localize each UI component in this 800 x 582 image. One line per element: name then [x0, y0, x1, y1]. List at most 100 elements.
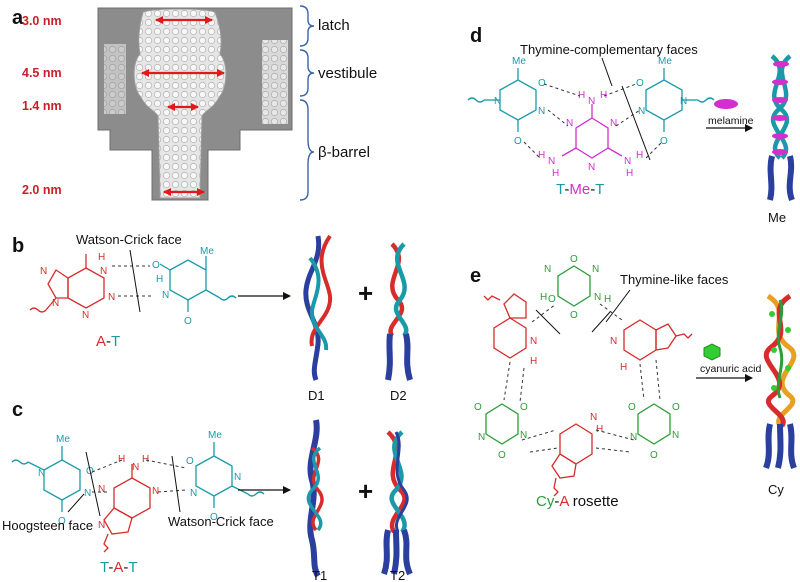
hydrogen-bonds — [503, 303, 661, 453]
adenine-name: A — [559, 493, 569, 510]
duplex-me — [767, 54, 795, 202]
svg-text:N: N — [588, 162, 595, 173]
svg-text:N: N — [52, 298, 59, 309]
panel-label: a — [12, 7, 24, 29]
dash: - — [590, 181, 595, 198]
svg-text:N: N — [624, 156, 631, 167]
panel-e: e Thymine-like faces O N N N H O H O — [470, 254, 797, 510]
product-label: Me — [768, 210, 786, 225]
svg-text:Me: Me — [200, 246, 214, 257]
adenine-name: A — [113, 559, 123, 576]
thymine-structure — [467, 68, 537, 132]
pore-cross-section — [97, 7, 293, 201]
svg-text:Me: Me — [208, 430, 222, 441]
product-label: Cy — [768, 482, 784, 497]
svg-text:N: N — [98, 520, 105, 531]
svg-text:N: N — [494, 96, 501, 107]
panel-label: b — [12, 235, 24, 257]
thymine-name: T — [111, 333, 120, 350]
rosette-label: rosette — [569, 493, 619, 510]
duplex-cy — [763, 293, 797, 470]
svg-text:N: N — [190, 488, 197, 499]
svg-text:N: N — [132, 462, 139, 473]
measure-label: 2.0 nm — [22, 183, 62, 197]
svg-text:H: H — [600, 90, 607, 101]
region-label: latch — [318, 17, 350, 34]
svg-text:H: H — [538, 150, 545, 161]
svg-text:N: N — [84, 488, 91, 499]
melamine-icon — [714, 99, 738, 109]
svg-text:N: N — [544, 264, 551, 275]
svg-text:Me: Me — [512, 56, 526, 67]
measure-label: 4.5 nm — [22, 66, 62, 80]
panel-b: b Watson-Crick face HN NN NN — [12, 232, 413, 403]
svg-text:N: N — [638, 106, 645, 117]
thymine-structure — [645, 68, 715, 132]
svg-text:O: O — [186, 456, 194, 467]
svg-text:H: H — [530, 356, 537, 367]
cyanuric-acid-structure — [637, 403, 671, 445]
svg-text:N: N — [548, 156, 555, 167]
panel-label: d — [470, 25, 482, 47]
svg-text:O: O — [474, 402, 482, 413]
svg-text:N: N — [162, 290, 169, 301]
svg-text:N: N — [672, 430, 679, 441]
duplex-d1 — [303, 234, 333, 381]
adenine-structure — [103, 464, 151, 553]
face-label: Thymine-like faces — [620, 272, 729, 287]
face-label: Watson-Crick face — [168, 514, 274, 529]
svg-text:Cy-A rosette: Cy-A rosette — [536, 493, 619, 510]
svg-text:O: O — [548, 294, 556, 305]
triplex-t2 — [381, 430, 413, 576]
face-line — [129, 249, 141, 313]
svg-text:N: N — [590, 412, 597, 423]
svg-text:N: N — [520, 430, 527, 441]
dash: - — [123, 559, 128, 576]
svg-text:O: O — [672, 402, 680, 413]
region-label: vestibule — [318, 65, 377, 82]
svg-text:O: O — [514, 136, 522, 147]
svg-text:N: N — [38, 468, 45, 479]
svg-text:Me: Me — [56, 434, 70, 445]
melamine-structure — [561, 104, 623, 159]
svg-text:O: O — [628, 402, 636, 413]
svg-text:O: O — [636, 78, 644, 89]
svg-text:N: N — [40, 266, 47, 277]
svg-text:N: N — [538, 106, 545, 117]
measure-label: 3.0 nm — [22, 14, 62, 28]
dash: - — [108, 559, 113, 576]
svg-text:O: O — [570, 254, 578, 265]
svg-text:O: O — [520, 402, 528, 413]
measure-label: 1.4 nm — [22, 99, 62, 113]
svg-text:N: N — [592, 264, 599, 275]
thymine-name: T — [128, 559, 137, 576]
svg-text:O: O — [152, 260, 160, 271]
adenine-structure — [623, 319, 693, 361]
svg-text:H: H — [118, 454, 125, 465]
thymine-structure — [195, 442, 265, 508]
svg-text:H: H — [578, 90, 585, 101]
product-label: T1 — [312, 568, 327, 582]
svg-text:H: H — [98, 252, 105, 263]
panel-label: c — [12, 399, 23, 421]
panel-label: e — [470, 265, 481, 287]
svg-text:O: O — [538, 78, 546, 89]
reagent-label: cyanuric acid — [700, 363, 761, 375]
cyanuric-acid-icon — [703, 343, 721, 361]
svg-text:H: H — [142, 454, 149, 465]
svg-text:N: N — [610, 118, 617, 129]
svg-text:N: N — [478, 432, 485, 443]
thymine-structure — [11, 446, 81, 512]
thymine-name: T — [100, 559, 109, 576]
adenine-structure — [29, 254, 105, 313]
region-braces — [299, 5, 315, 201]
thymine-structure — [159, 256, 237, 312]
svg-text:O: O — [210, 512, 218, 523]
svg-text:N: N — [630, 432, 637, 443]
svg-text:N: N — [610, 336, 617, 347]
svg-text:N: N — [566, 118, 573, 129]
product-label: T2 — [390, 568, 405, 582]
svg-text:H: H — [604, 294, 611, 305]
